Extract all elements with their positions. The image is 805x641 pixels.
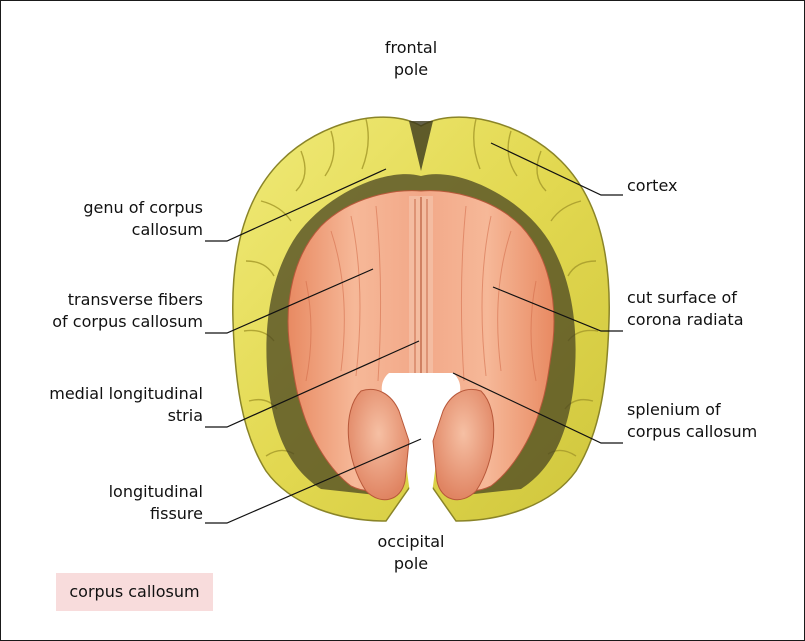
label-medial-longitudinal-stria: medial longitudinal stria bbox=[31, 383, 203, 427]
label-corona-radiata: cut surface of corona radiata bbox=[627, 287, 744, 331]
label-longitudinal-fissure: longitudinal fissure bbox=[31, 481, 203, 525]
label-splenium: splenium of corpus callosum bbox=[627, 399, 757, 443]
label-occipital-pole: occipital pole bbox=[351, 531, 471, 575]
label-transverse-fibers: transverse fibers of corpus callosum bbox=[31, 289, 203, 333]
label-frontal-pole: frontal pole bbox=[351, 37, 471, 81]
label-genu: genu of corpus callosum bbox=[31, 197, 203, 241]
legend-corpus-callosum: corpus callosum bbox=[56, 573, 213, 611]
label-cortex: cortex bbox=[627, 175, 677, 197]
